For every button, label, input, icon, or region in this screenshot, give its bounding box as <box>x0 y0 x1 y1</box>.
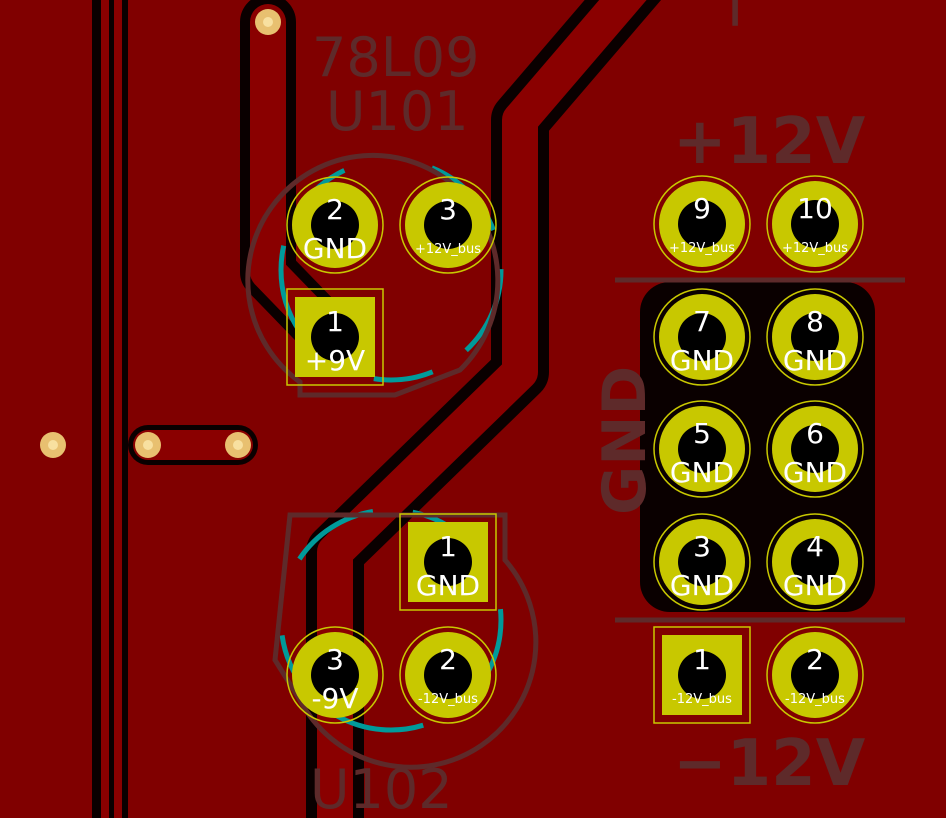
silkscreen-outlines <box>245 152 905 770</box>
pad-number: 2 <box>439 643 457 676</box>
pad-net-label: +9V <box>305 344 365 377</box>
via <box>255 9 281 35</box>
pad-number: 2 <box>326 193 344 226</box>
pad-drill <box>791 425 839 473</box>
silk-u102-ref: U102 <box>310 758 453 818</box>
pad-number: 3 <box>693 530 711 563</box>
via <box>225 432 251 458</box>
silk-u101-ref: U101 <box>326 80 469 143</box>
pad-drill <box>311 651 359 699</box>
pad-drill <box>678 425 726 473</box>
pad-drill <box>424 538 472 586</box>
pad-number: 6 <box>806 417 824 450</box>
silk-plus12v: +12V <box>673 105 866 179</box>
pad-2-12vbus: 2 -12V_bus <box>766 626 864 724</box>
pad-drill <box>678 200 726 248</box>
u102-courtyard <box>278 507 504 733</box>
pad-net-label: GND <box>670 569 734 602</box>
pad-net-label: +12V_bus <box>415 242 481 257</box>
pad-net-label: GND <box>670 456 734 489</box>
u101-courtyard <box>278 157 504 383</box>
silk-u101-value: 78L09 <box>312 26 480 89</box>
vias <box>40 9 281 458</box>
pad-10-12vbus: 10 +12V_bus <box>766 175 864 273</box>
pad-net-label: +12V_bus <box>782 241 848 256</box>
silk-gnd-vertical: GND <box>590 366 660 515</box>
silkscreen-text: T 78L09 U101 +12V −12V U102 GND <box>310 0 866 818</box>
silk-top-partial: T <box>717 0 753 40</box>
pad-net-label: -9V <box>311 682 358 715</box>
pad-number: 5 <box>693 417 711 450</box>
pad-drill <box>424 651 472 699</box>
pad-drill <box>678 313 726 361</box>
pad-number: 1 <box>439 530 457 563</box>
pad-net-label: -12V_bus <box>785 692 845 707</box>
pad-number: 9 <box>693 192 711 225</box>
pad-number: 8 <box>806 305 824 338</box>
u102-outline <box>272 512 539 770</box>
pad-drill <box>678 651 726 699</box>
pad-number: 4 <box>806 530 824 563</box>
pad-number: 7 <box>693 305 711 338</box>
left-vertical-tracks <box>92 0 128 818</box>
pad-drill <box>311 313 359 361</box>
pad-drill <box>678 538 726 586</box>
pad-1-12vbus: 1 -12V_bus <box>653 626 751 724</box>
pad-net-label: GND <box>783 456 847 489</box>
pad-drill <box>791 538 839 586</box>
pad-number: 1 <box>326 305 344 338</box>
pad-number: 1 <box>693 643 711 676</box>
pad-number: 3 <box>326 643 344 676</box>
pad-9-12vbus: 9 +12V_bus <box>653 175 751 273</box>
pad-net-label: GND <box>670 344 734 377</box>
via <box>135 432 161 458</box>
pad-net-label: -12V_bus <box>418 692 478 707</box>
pad-3-12vbus: 3 +12V_bus <box>399 176 497 274</box>
silk-minus12v: −12V <box>673 727 866 801</box>
pad-net-label: -12V_bus <box>672 692 732 707</box>
courtyards <box>278 157 504 733</box>
pad-drill <box>791 313 839 361</box>
pad-2-12vbus: 2 -12V_bus <box>399 626 497 724</box>
header-pads: 9+12V_bus10+12V_bus7GND8GND5GND6GND3GND4… <box>653 175 864 724</box>
via <box>40 432 66 458</box>
pad-net-label: GND <box>416 569 480 602</box>
pad-net-label: GND <box>783 569 847 602</box>
pad-drill <box>424 201 472 249</box>
pad-net-label: +12V_bus <box>669 241 735 256</box>
u101-outline <box>245 152 501 398</box>
pad-net-label: GND <box>783 344 847 377</box>
pad-drill <box>791 651 839 699</box>
pad-3-9v: 3-9V <box>286 626 384 724</box>
pad-number: 3 <box>439 193 457 226</box>
pad-number: 10 <box>797 192 833 225</box>
pad-1-9v: 1+9V <box>286 288 384 386</box>
pad-drill <box>311 201 359 249</box>
pad-net-label: GND <box>303 232 367 265</box>
pad-drill <box>791 200 839 248</box>
pad-number: 2 <box>806 643 824 676</box>
